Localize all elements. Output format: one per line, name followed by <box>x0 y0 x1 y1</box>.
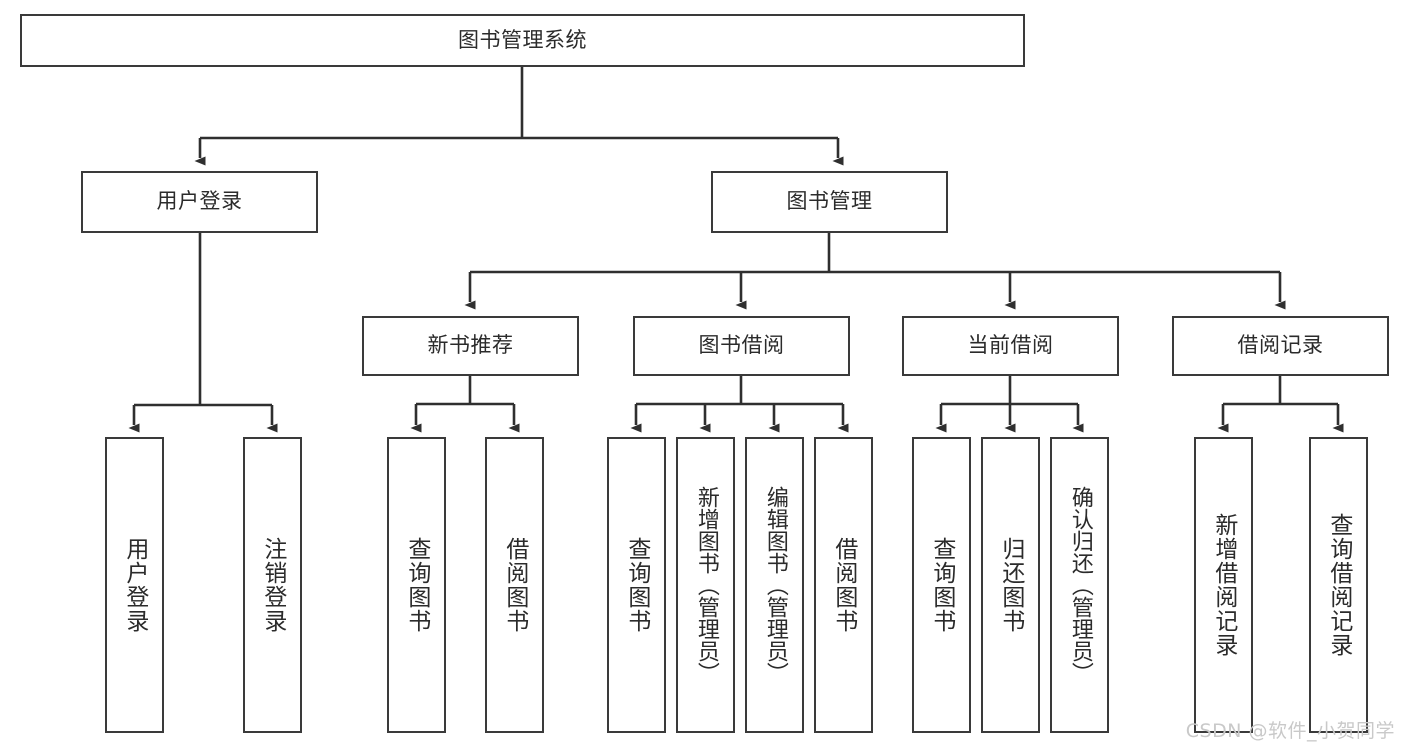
node-current-borrow[interactable]: 当前借阅 <box>902 316 1119 376</box>
node-label: 注销登录 <box>259 537 286 633</box>
node-label: 查询图书 <box>928 537 955 633</box>
node-leaf-return-book[interactable]: 归还图书 <box>981 437 1040 733</box>
node-label: 确认归还（管理员） <box>1067 486 1093 684</box>
node-label: 查询图书 <box>403 537 430 633</box>
node-label: 借阅记录 <box>1237 333 1324 358</box>
node-label: 图书管理系统 <box>458 27 587 52</box>
node-label: 归还图书 <box>997 537 1024 633</box>
node-leaf-edit-book-admin[interactable]: 编辑图书（管理员） <box>745 437 804 733</box>
node-book-borrow[interactable]: 图书借阅 <box>633 316 850 376</box>
watermark: CSDN @软件_小贺同学 <box>1185 720 1395 742</box>
node-label: 查询图书 <box>623 537 650 633</box>
node-leaf-add-book-admin[interactable]: 新增图书（管理员） <box>676 437 735 733</box>
node-leaf-confirm-return-admin[interactable]: 确认归还（管理员） <box>1050 437 1109 733</box>
node-label: 借阅图书 <box>501 537 528 633</box>
node-label: 新增图书（管理员） <box>693 486 719 684</box>
node-leaf-query-book-borrow[interactable]: 查询图书 <box>607 437 666 733</box>
node-user-login[interactable]: 用户登录 <box>81 171 318 233</box>
node-label: 借阅图书 <box>830 537 857 633</box>
node-borrow-record[interactable]: 借阅记录 <box>1172 316 1389 376</box>
node-leaf-logout[interactable]: 注销登录 <box>243 437 302 733</box>
node-label: 用户登录 <box>121 537 148 633</box>
node-leaf-borrow-book[interactable]: 借阅图书 <box>814 437 873 733</box>
node-leaf-add-borrow-record[interactable]: 新增借阅记录 <box>1194 437 1253 733</box>
node-label: 当前借阅 <box>967 333 1054 358</box>
node-leaf-query-book-current[interactable]: 查询图书 <box>912 437 971 733</box>
node-label: 图书借阅 <box>698 333 785 358</box>
node-label: 用户登录 <box>156 189 243 214</box>
node-leaf-borrow-book-recommend[interactable]: 借阅图书 <box>485 437 544 733</box>
node-label: 新增借阅记录 <box>1210 513 1237 657</box>
node-book-management[interactable]: 图书管理 <box>711 171 948 233</box>
node-label: 图书管理 <box>786 189 873 214</box>
node-leaf-query-borrow-record[interactable]: 查询借阅记录 <box>1309 437 1368 733</box>
node-leaf-user-login[interactable]: 用户登录 <box>105 437 164 733</box>
node-root-book-management-system[interactable]: 图书管理系统 <box>20 14 1025 67</box>
node-leaf-query-book-recommend[interactable]: 查询图书 <box>387 437 446 733</box>
node-label: 编辑图书（管理员） <box>762 486 788 684</box>
node-label: 新书推荐 <box>427 333 514 358</box>
node-label: 查询借阅记录 <box>1325 513 1352 657</box>
node-new-book-recommend[interactable]: 新书推荐 <box>362 316 579 376</box>
